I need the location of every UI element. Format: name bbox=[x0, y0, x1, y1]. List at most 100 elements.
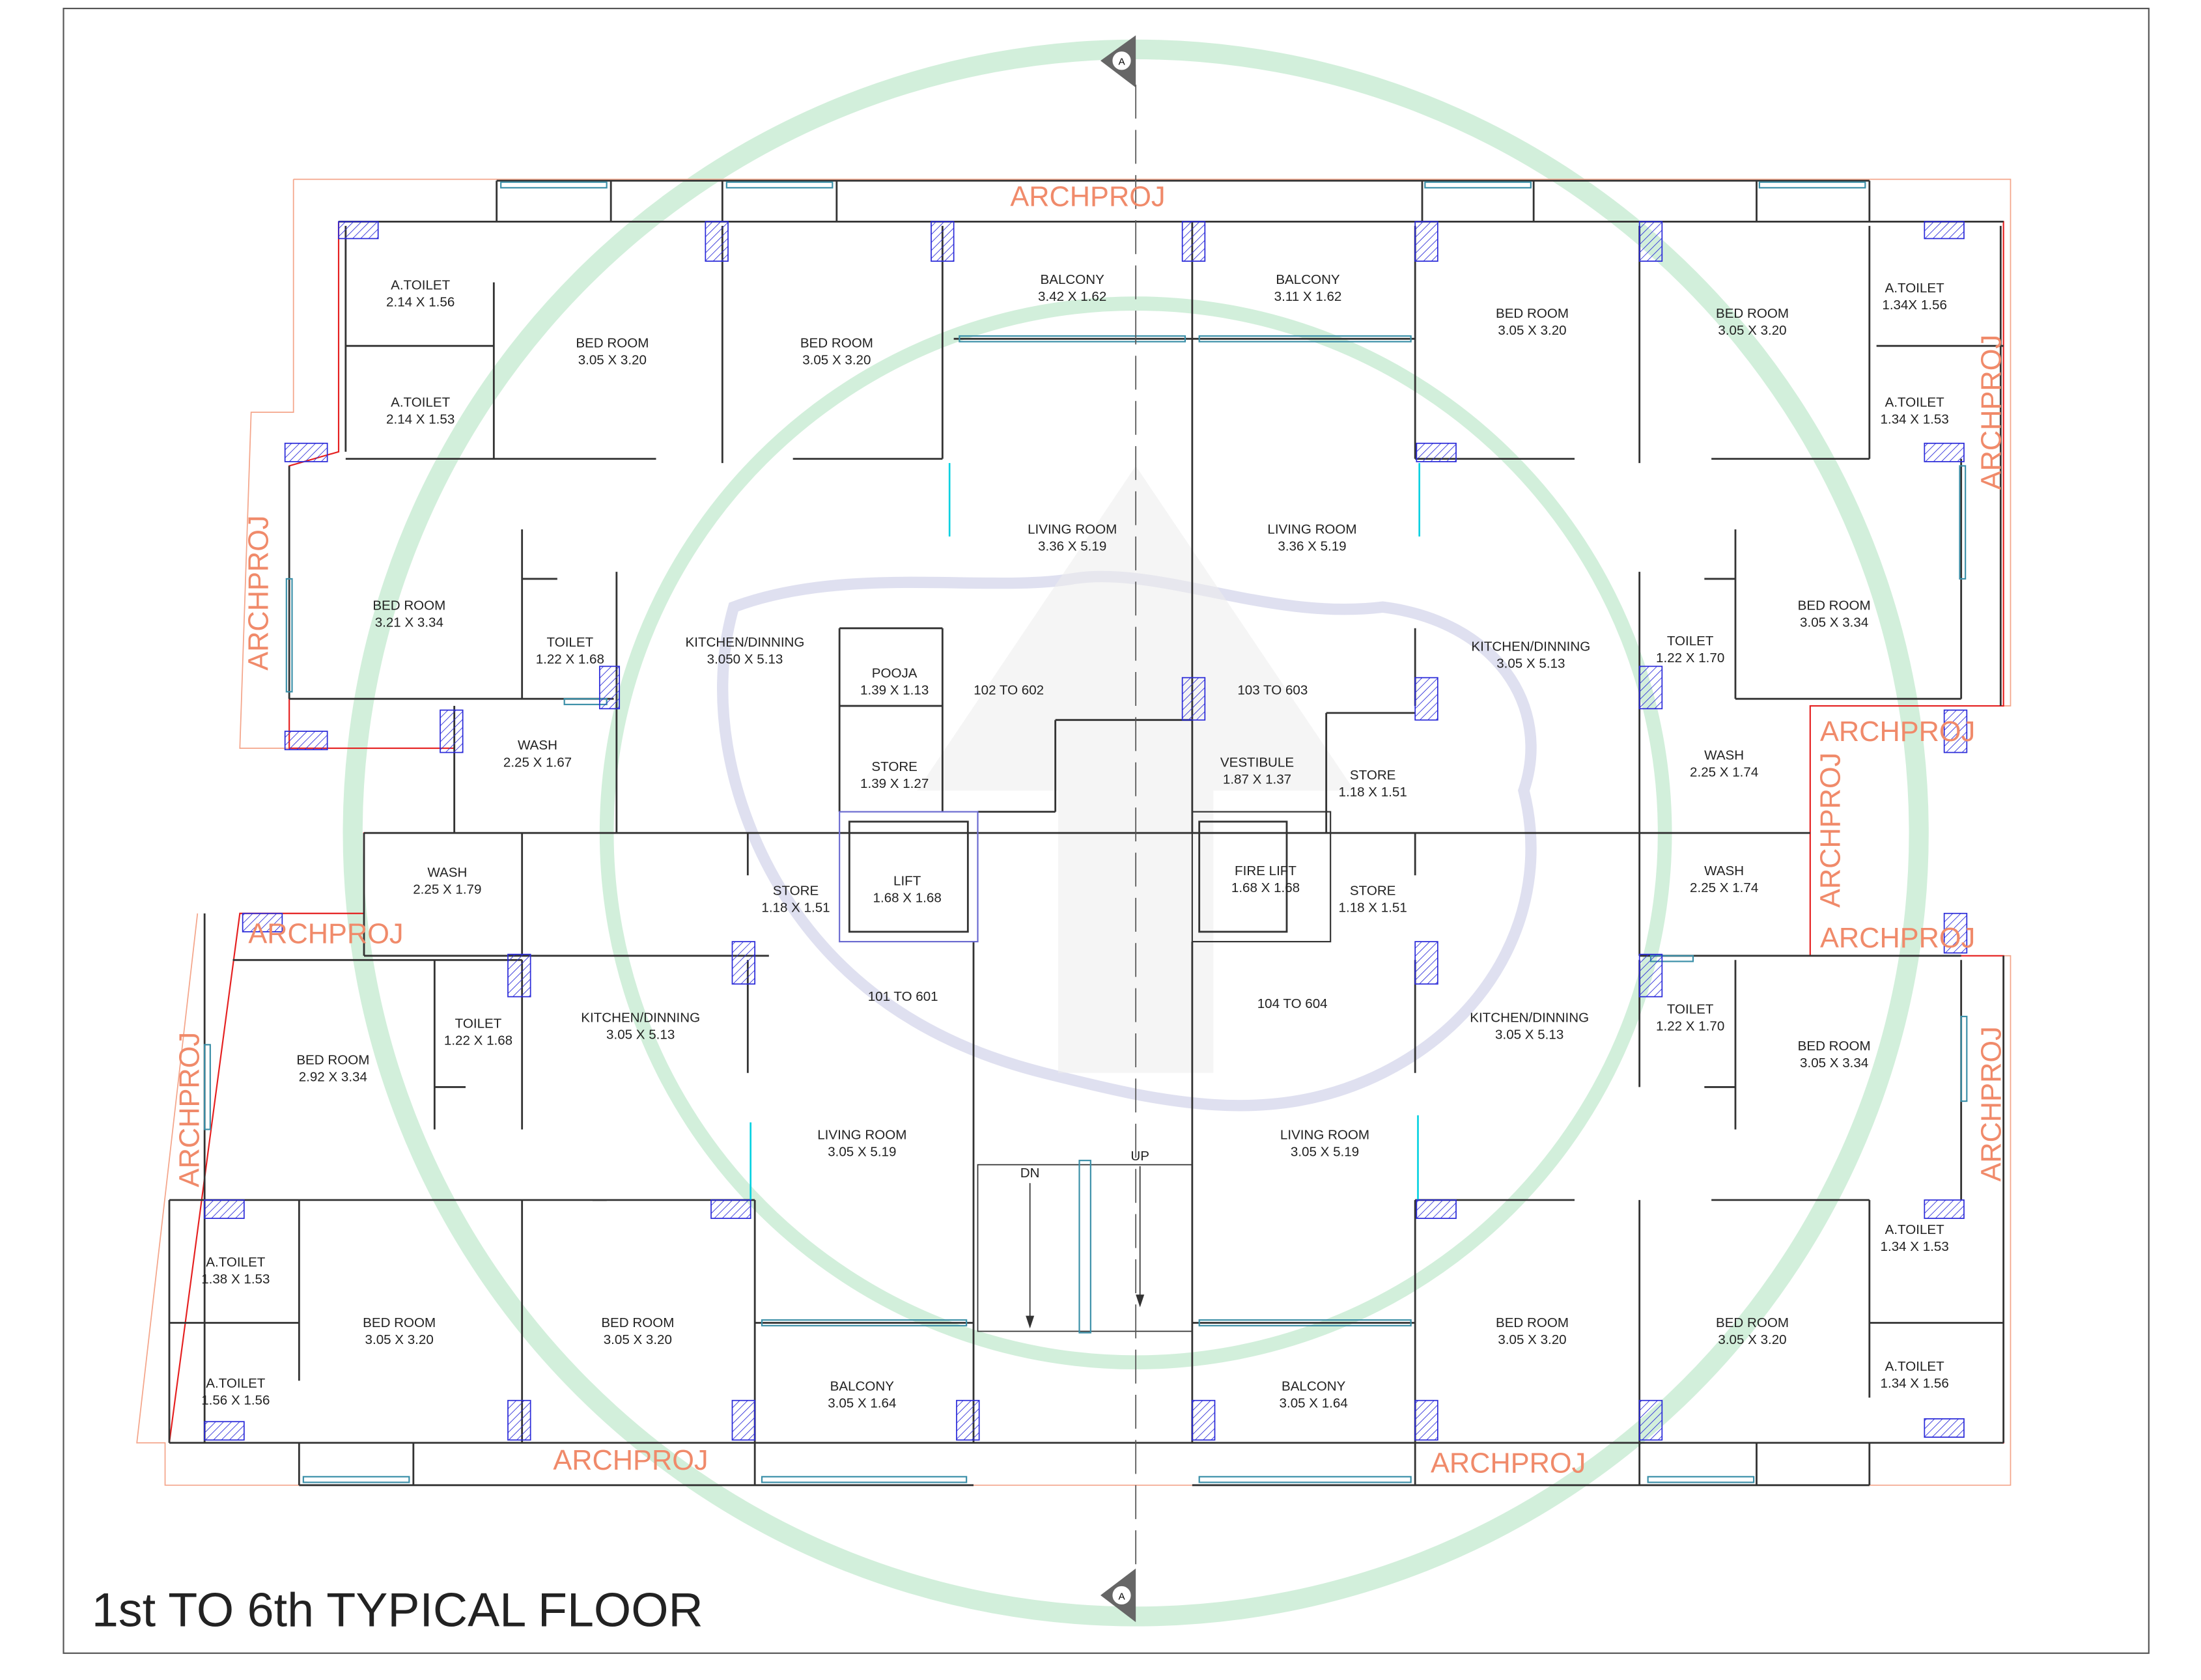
room-dimensions: 3.050 X 5.13 bbox=[707, 652, 783, 667]
room-dimensions: 3.05 X 3.20 bbox=[1718, 1332, 1786, 1347]
room-name: TOILET bbox=[1667, 1002, 1714, 1017]
column bbox=[705, 221, 729, 262]
room-name: BED ROOM bbox=[1716, 1315, 1789, 1330]
column bbox=[931, 221, 955, 262]
unit-label: 101 TO 601 bbox=[868, 989, 938, 1004]
room-dimensions: 2.14 X 1.53 bbox=[386, 412, 455, 427]
archproj-stamp: ARCHPROJ bbox=[248, 918, 403, 949]
column bbox=[1924, 1199, 1965, 1219]
archproj-stamp: ARCHPROJ bbox=[1976, 1026, 2007, 1181]
drawing-title: 1st TO 6th TYPICAL FLOOR bbox=[92, 1583, 703, 1637]
svg-text:A: A bbox=[1118, 1591, 1125, 1602]
room-dimensions: 1.39 X 1.27 bbox=[860, 776, 929, 791]
svg-text:A: A bbox=[1118, 57, 1125, 68]
column bbox=[1638, 1399, 1663, 1441]
room-name: A.TOILET bbox=[206, 1376, 266, 1391]
room-name: BED ROOM bbox=[1716, 306, 1789, 321]
room-label: TOILET 1.22 X 1.70 bbox=[1656, 634, 1724, 665]
room-dimensions: 1.18 X 1.51 bbox=[1339, 901, 1407, 916]
room-name: A.TOILET bbox=[1885, 281, 1945, 296]
column bbox=[338, 221, 379, 240]
column bbox=[284, 731, 328, 751]
column bbox=[1181, 677, 1206, 721]
room-name: WASH bbox=[1704, 748, 1744, 763]
column bbox=[1943, 709, 1968, 753]
column bbox=[1191, 1399, 1216, 1441]
room-name: TOILET bbox=[1667, 634, 1714, 649]
room-name: STORE bbox=[773, 884, 819, 899]
unit-label: 104 TO 604 bbox=[1257, 996, 1328, 1011]
column bbox=[1416, 442, 1457, 462]
staircase: DN UP bbox=[977, 1149, 1193, 1334]
room-label: STORE 1.18 X 1.51 bbox=[761, 884, 830, 916]
room-dimensions: 1.34X 1.56 bbox=[1882, 298, 1947, 313]
column bbox=[284, 442, 328, 462]
room-name: FIRE LIFT bbox=[1235, 863, 1297, 878]
unit-label: 102 TO 602 bbox=[974, 683, 1044, 698]
room-name: LIVING ROOM bbox=[1280, 1128, 1369, 1143]
column bbox=[1414, 221, 1438, 262]
room-name: BED ROOM bbox=[601, 1315, 674, 1330]
room-name: A.TOILET bbox=[391, 395, 451, 410]
column bbox=[1924, 221, 1965, 240]
room-dimensions: 3.11 X 1.62 bbox=[1274, 289, 1342, 304]
archproj-stamp: ARCHPROJ bbox=[553, 1445, 708, 1476]
room-name: STORE bbox=[871, 759, 918, 774]
room-dimensions: 1.38 X 1.53 bbox=[201, 1272, 270, 1287]
room-label: BED ROOM 3.05 X 3.20 bbox=[1496, 306, 1569, 338]
room-dimensions: 1.18 X 1.51 bbox=[761, 901, 830, 916]
section-marker-bottom: A bbox=[1100, 1568, 1136, 1623]
column bbox=[1181, 221, 1206, 262]
room-dimensions: 3.05 X 5.19 bbox=[828, 1145, 896, 1160]
room-name: KITCHEN/DINNING bbox=[686, 635, 805, 650]
room-dimensions: 1.22 X 1.68 bbox=[444, 1033, 512, 1048]
archproj-stamp: ARCHPROJ bbox=[1431, 1448, 1586, 1479]
room-name: BED ROOM bbox=[1496, 1315, 1569, 1330]
column bbox=[956, 1399, 980, 1441]
room-label: KITCHEN/DINNING 3.050 X 5.13 bbox=[686, 635, 805, 667]
room-dimensions: 1.22 X 1.68 bbox=[536, 652, 604, 667]
room-dimensions: 2.14 X 1.56 bbox=[386, 294, 455, 309]
room-name: A.TOILET bbox=[1885, 1222, 1945, 1237]
room-dimensions: 3.36 X 5.19 bbox=[1038, 539, 1106, 554]
room-dimensions: 3.05 X 3.20 bbox=[1498, 323, 1566, 338]
column bbox=[1638, 953, 1663, 998]
column bbox=[507, 953, 531, 998]
column bbox=[1638, 665, 1663, 710]
room-dimensions: 3.05 X 3.20 bbox=[1718, 323, 1786, 338]
room-dimensions: 3.42 X 1.62 bbox=[1038, 289, 1106, 304]
room-dimensions: 3.05 X 5.13 bbox=[606, 1028, 675, 1043]
section-marker-top: A bbox=[1100, 35, 1136, 88]
room-name: BALCONY bbox=[1282, 1379, 1346, 1394]
room-dimensions: 1.22 X 1.70 bbox=[1656, 651, 1724, 665]
room-name: KITCHEN/DINNING bbox=[1470, 1011, 1589, 1026]
room-name: BALCONY bbox=[830, 1379, 895, 1394]
stair-up-label: UP bbox=[1130, 1149, 1149, 1164]
room-dimensions: 2.25 X 1.79 bbox=[413, 882, 481, 897]
room-name: BED ROOM bbox=[1496, 306, 1569, 321]
room-dimensions: 2.25 X 1.74 bbox=[1690, 880, 1758, 895]
